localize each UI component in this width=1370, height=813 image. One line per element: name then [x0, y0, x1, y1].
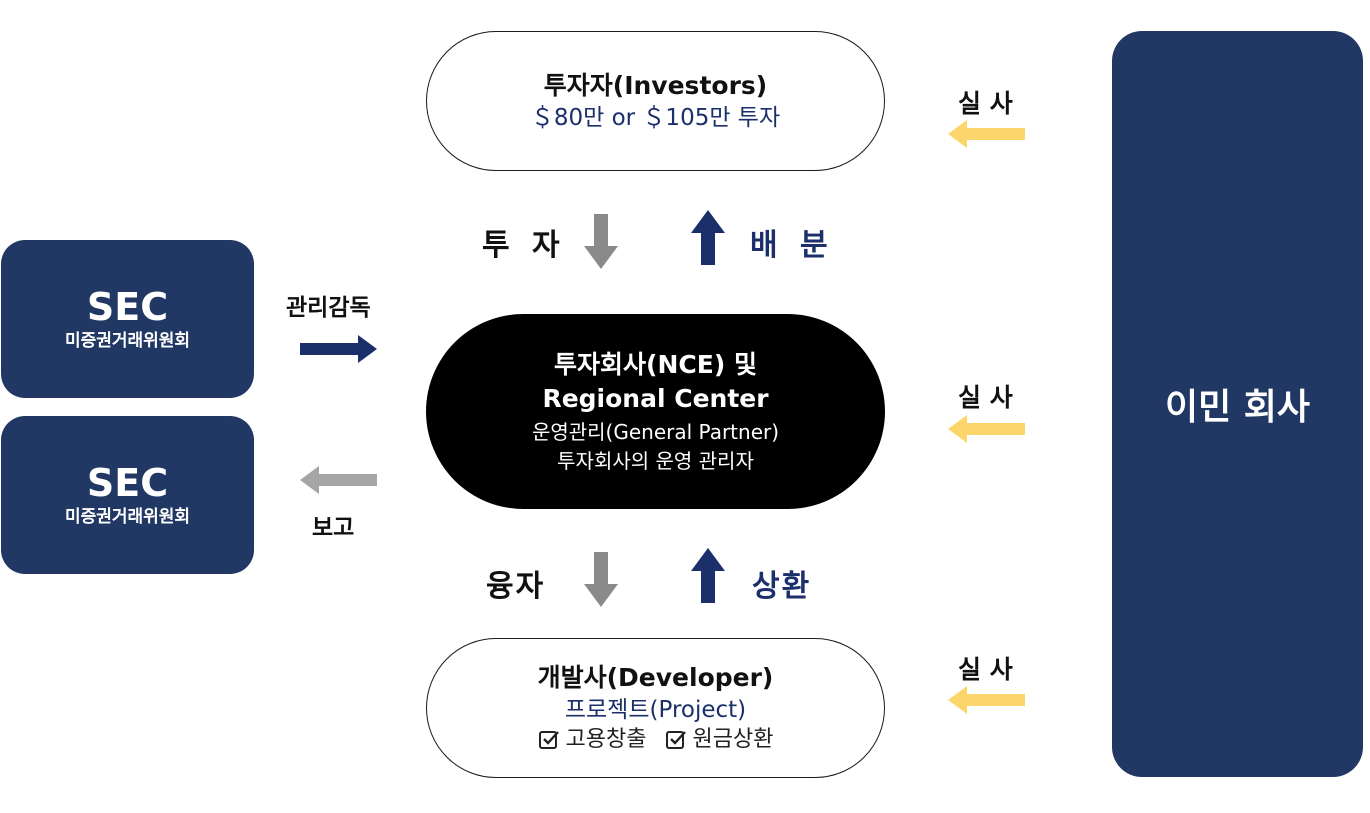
finance-label: 융자 [486, 569, 546, 604]
investors-node: 투자자(Investors) ＄80만 or ＄105만 투자 [426, 31, 885, 171]
up-arrow-icon [691, 210, 725, 265]
supervise-label: 관리감독 [286, 295, 371, 321]
audit-label: 실 사 [958, 89, 1013, 118]
left-arrow-icon [948, 120, 1025, 148]
immigration-title: 이민 회사 [1164, 387, 1310, 428]
sec-subtitle: 미증권거래위원회 [64, 331, 191, 351]
check-label: 원금상환 [692, 727, 774, 752]
left-arrow-icon [948, 415, 1025, 443]
developer-title: 개발사(Developer) [537, 663, 774, 692]
down-arrow-icon [584, 214, 618, 269]
sec-title: SEC [86, 285, 169, 329]
checkbox-icon [538, 731, 559, 749]
checkbox-icon [665, 731, 686, 749]
down-arrow-icon [584, 552, 618, 607]
investors-subtitle: ＄80만 or ＄105만 투자 [530, 105, 781, 131]
sec-box-report: SEC 미증권거래위원회 [1, 416, 254, 574]
report-label: 보고 [312, 515, 355, 541]
left-arrow-icon [948, 686, 1025, 714]
left-arrow-icon [300, 466, 377, 494]
up-arrow-icon [691, 548, 725, 603]
nce-title-line1: 투자회사(NCE) 및 [554, 349, 757, 379]
distribute-label: 배 분 [750, 228, 834, 263]
immigration-company-box: 이민 회사 [1112, 31, 1363, 777]
audit-label: 실 사 [958, 383, 1013, 412]
check-item: 원금상환 [665, 725, 774, 755]
developer-checks: 고용창출 원금상환 [538, 725, 774, 755]
invest-label: 투 자 [482, 228, 566, 263]
developer-node: 개발사(Developer) 프로젝트(Project) 고용창출 원금상환 [426, 638, 885, 778]
sec-title: SEC [86, 461, 169, 505]
sec-subtitle: 미증권거래위원회 [64, 507, 191, 527]
audit-label: 실 사 [958, 655, 1013, 684]
check-item: 고용창출 [538, 725, 647, 755]
nce-sub-line1: 운영관리(General Partner) [531, 419, 780, 444]
repay-label: 상환 [752, 569, 812, 604]
nce-title-line2: Regional Center [542, 383, 769, 413]
investors-title: 투자자(Investors) [543, 71, 768, 100]
sec-box-supervise: SEC 미증권거래위원회 [1, 240, 254, 398]
right-arrow-icon [300, 335, 377, 363]
nce-node: 투자회사(NCE) 및 Regional Center 운영관리(General… [426, 314, 885, 509]
check-label: 고용창출 [565, 727, 647, 752]
developer-subtitle: 프로젝트(Project) [564, 697, 747, 723]
nce-sub-line2: 투자회사의 운영 관리자 [557, 448, 754, 473]
